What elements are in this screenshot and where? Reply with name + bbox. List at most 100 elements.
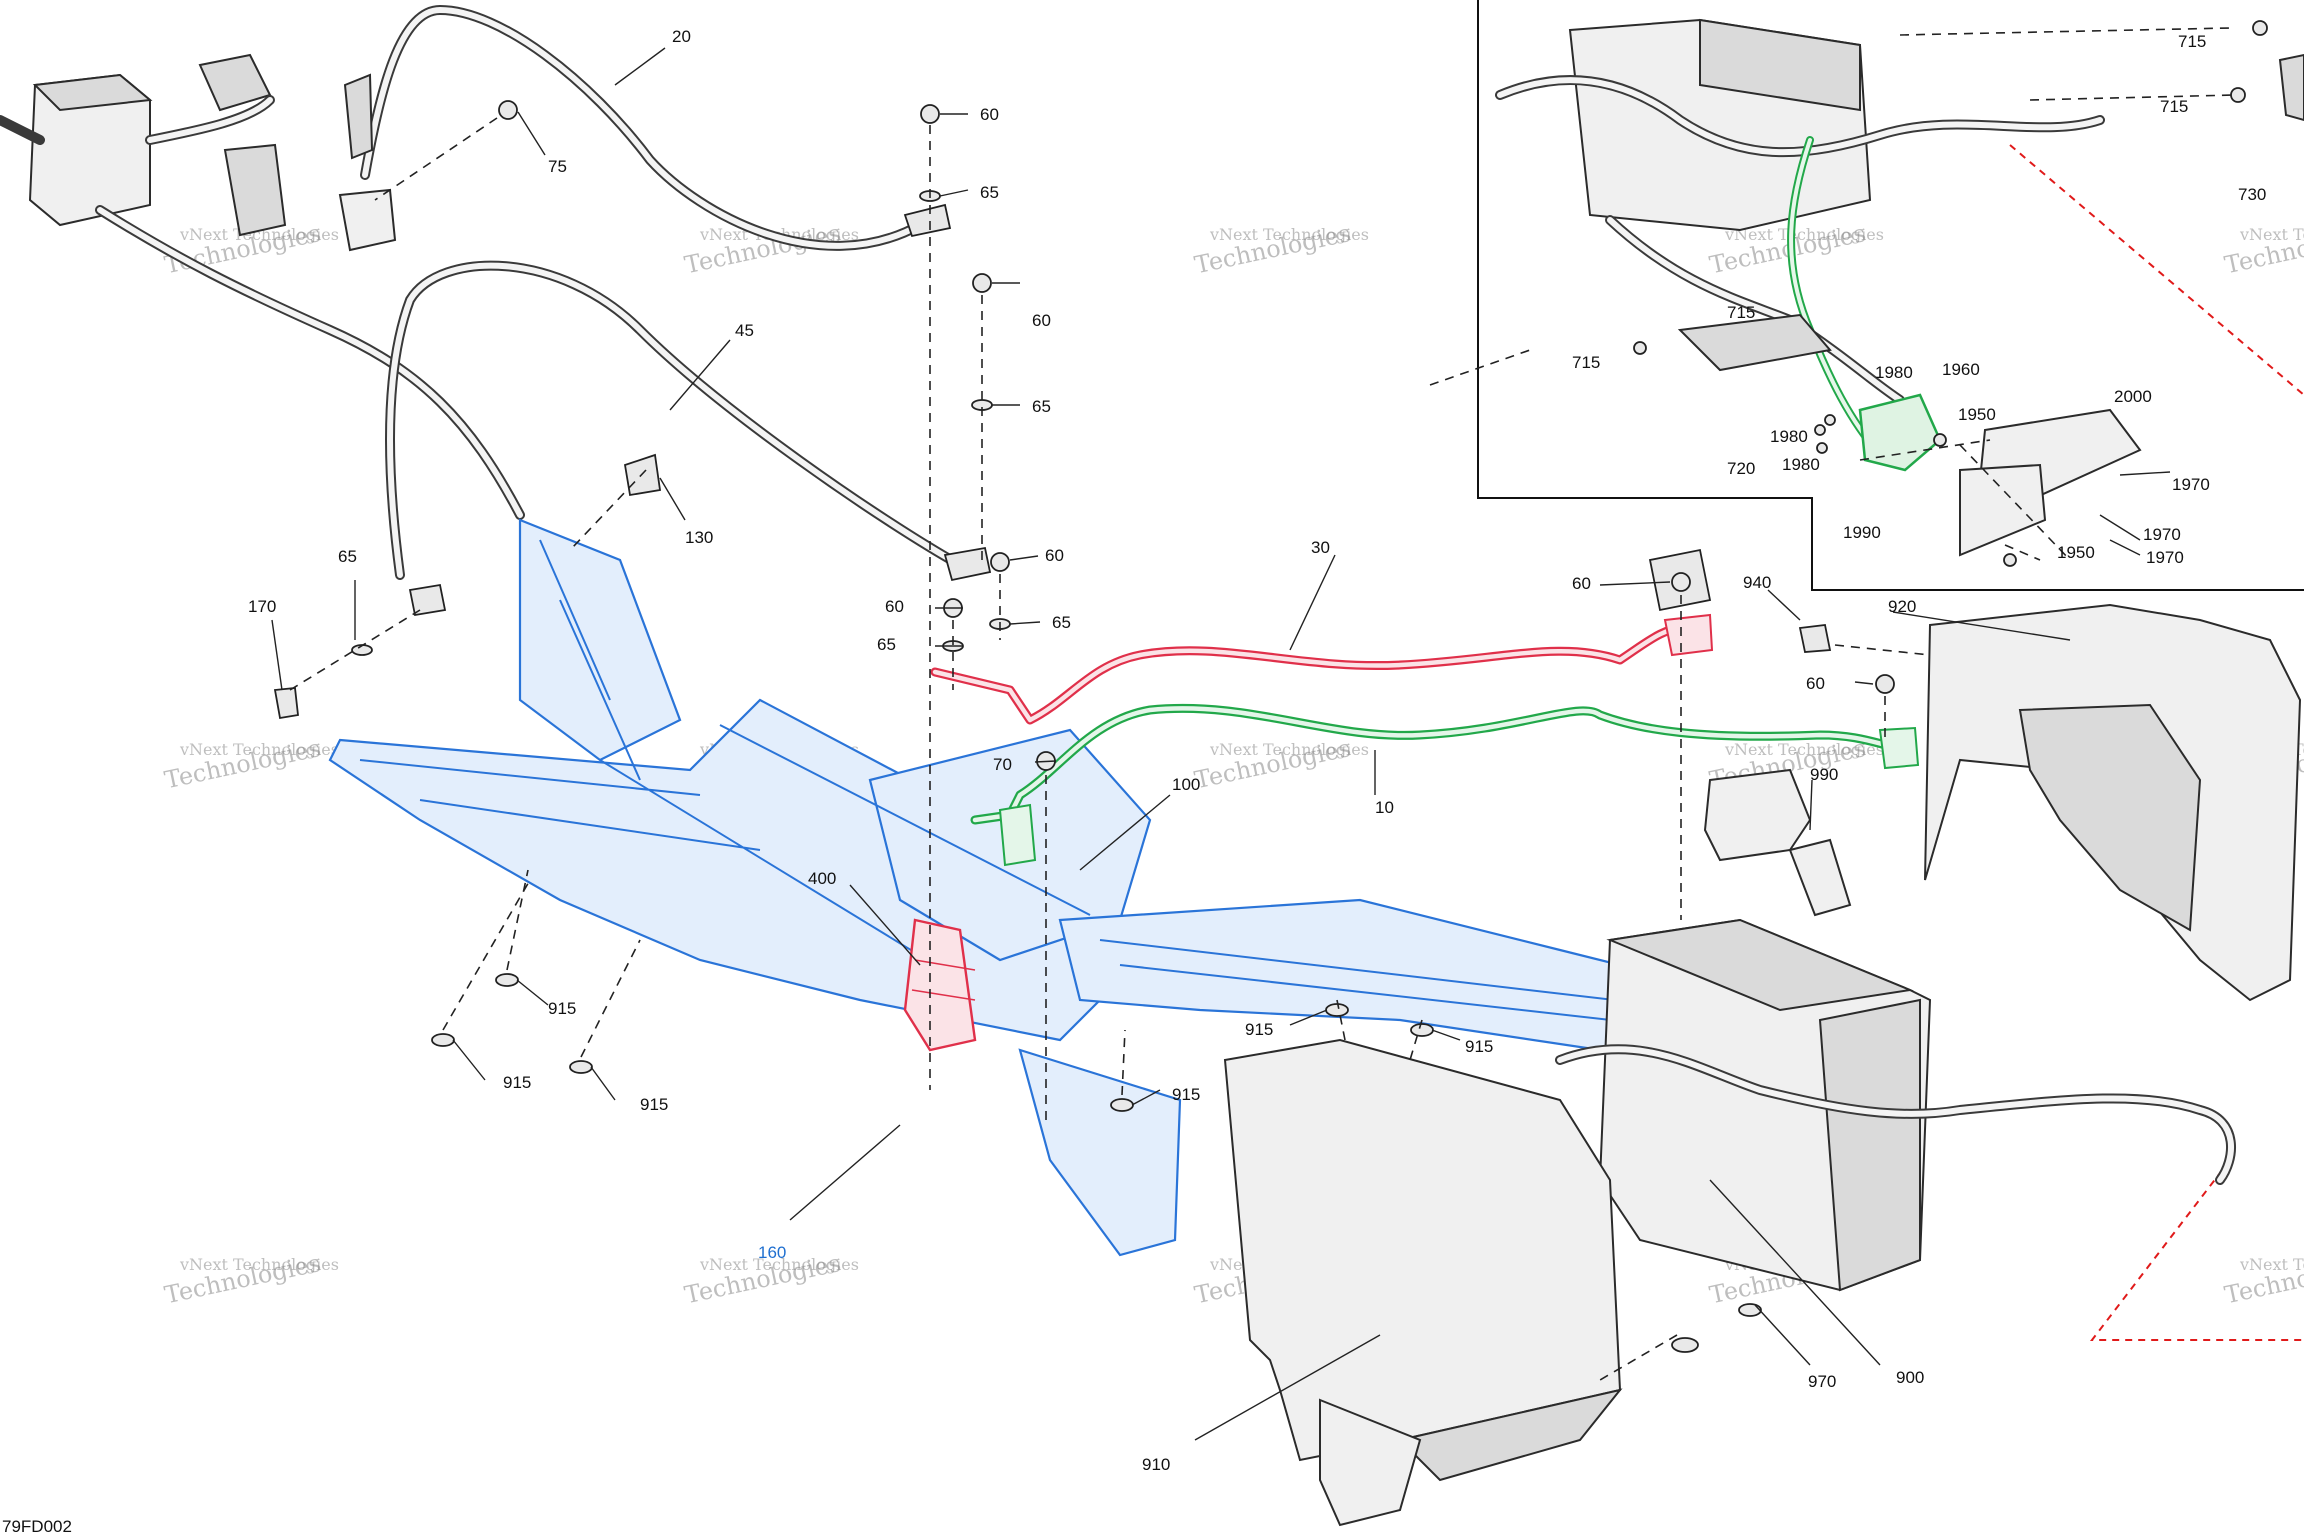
callout-60: 60 xyxy=(1572,574,1591,593)
callout-60: 60 xyxy=(980,105,999,124)
callout-715: 715 xyxy=(2160,97,2188,116)
inset-fastener xyxy=(2252,20,2268,36)
callout-1990: 1990 xyxy=(1843,523,1881,542)
callout-60: 60 xyxy=(1032,311,1051,330)
callout-65: 65 xyxy=(1032,397,1051,416)
callout-1980: 1980 xyxy=(1875,363,1913,382)
screw-915 xyxy=(1410,1023,1434,1037)
inset-fastener xyxy=(1633,341,1647,355)
strap-990 xyxy=(1703,768,1812,862)
inset-fastener xyxy=(1816,442,1828,454)
positive-cable-30 xyxy=(903,613,1714,1052)
ground-lug xyxy=(338,188,397,252)
battery-top xyxy=(1606,918,1914,1012)
callout-915: 915 xyxy=(1245,1020,1273,1039)
callout-65: 65 xyxy=(1052,613,1071,632)
callout-60: 60 xyxy=(1806,674,1825,693)
callout-65: 65 xyxy=(338,547,357,566)
callout-1970: 1970 xyxy=(2143,525,2181,544)
callout-970: 970 xyxy=(1808,1372,1836,1391)
callout-715: 715 xyxy=(1572,353,1600,372)
assembly-lines xyxy=(289,27,2236,1381)
callout-130: 130 xyxy=(685,528,713,547)
callout-915: 915 xyxy=(1172,1085,1200,1104)
bolt-970 xyxy=(1671,1337,1699,1353)
callout-labels: 20 75 60 65 60 65 45 130 65 170 60 65 60… xyxy=(2,27,2266,1536)
callout-915: 915 xyxy=(640,1095,668,1114)
callout-100: 100 xyxy=(1172,775,1200,794)
nut-60 xyxy=(990,552,1010,572)
cable-eyelet xyxy=(943,546,992,582)
inset-fastener xyxy=(1824,414,1836,426)
inset-fuse-box-lid xyxy=(1699,18,1861,112)
fuse-box-lid xyxy=(32,73,153,112)
callout-20: 20 xyxy=(672,27,691,46)
callout-720: 720 xyxy=(1727,459,1755,478)
connector xyxy=(198,53,272,112)
cable-eyelet xyxy=(408,583,447,617)
ground-cable-10 xyxy=(970,703,1920,867)
callout-2000: 2000 xyxy=(2114,387,2152,406)
callout-60: 60 xyxy=(885,597,904,616)
callout-1950: 1950 xyxy=(1958,405,1996,424)
callout-915: 915 xyxy=(503,1073,531,1092)
callout-160: 160 xyxy=(758,1243,786,1262)
callout-60: 60 xyxy=(1045,546,1064,565)
callout-70: 70 xyxy=(993,755,1012,774)
callout-900: 900 xyxy=(1896,1368,1924,1387)
inset-reference-line xyxy=(2089,1159,2304,1341)
push-rivet-940 xyxy=(1798,624,1832,653)
inset-frame xyxy=(1477,0,2304,591)
callout-1970: 1970 xyxy=(2172,475,2210,494)
screw-915 xyxy=(431,1033,455,1047)
tray-mount xyxy=(1319,1398,1422,1527)
screw-915 xyxy=(1325,1003,1349,1017)
callout-30: 30 xyxy=(1311,538,1330,557)
clip-130 xyxy=(623,453,662,497)
callout-715: 715 xyxy=(1727,303,1755,322)
callout-65: 65 xyxy=(980,183,999,202)
battery-side xyxy=(1818,998,1921,1292)
callout-920: 920 xyxy=(1888,597,1916,616)
nut-60 xyxy=(1875,674,1895,694)
battery-tray-910 xyxy=(1223,1038,1622,1462)
terminal-boot xyxy=(343,73,374,160)
watermark-text: vNext Technologies xyxy=(179,225,339,244)
inset-mount-1990 xyxy=(1959,463,2047,557)
inset-fastener xyxy=(2003,553,2017,567)
callout-1960: 1960 xyxy=(1942,360,1980,379)
inset-fastener xyxy=(1814,424,1826,436)
callout-1950: 1950 xyxy=(2057,543,2095,562)
solenoid-400 xyxy=(903,918,977,1052)
nut-75 xyxy=(498,100,518,120)
inset-connector-1960 xyxy=(1858,393,1942,472)
watermark-text: vNext Technologies xyxy=(2239,1255,2304,1274)
nut-60 xyxy=(972,273,992,293)
callout-1980: 1980 xyxy=(1782,455,1820,474)
callout-910: 910 xyxy=(1142,1455,1170,1474)
callout-400: 400 xyxy=(808,869,836,888)
inset-part-730 xyxy=(2278,53,2304,122)
watermark-text: vNext Technologies xyxy=(1724,740,1884,759)
watermark-text: vNext Technologies xyxy=(2239,225,2304,244)
inset-fastener xyxy=(2230,87,2246,103)
callout-915: 915 xyxy=(548,999,576,1018)
main-wiring-harness xyxy=(0,5,992,617)
callout-715: 715 xyxy=(2178,32,2206,51)
watermark-text: vNext Technologies xyxy=(1209,225,1369,244)
callout-730: 730 xyxy=(2238,185,2266,204)
nut-60 xyxy=(920,104,940,124)
nut-60 xyxy=(1671,572,1691,592)
screw-915 xyxy=(1110,1098,1134,1112)
bolt-970 xyxy=(1738,1303,1762,1317)
screw-915 xyxy=(569,1060,593,1074)
bolt-170 xyxy=(273,687,299,720)
callout-1980: 1980 xyxy=(1770,427,1808,446)
connector xyxy=(223,143,287,237)
drawing-code: 79FD002 xyxy=(2,1517,72,1536)
watermark-text: vNext Technologies xyxy=(1724,225,1884,244)
callout-10: 10 xyxy=(1375,798,1394,817)
leader-lines xyxy=(271,47,2071,1441)
callout-915: 915 xyxy=(1465,1037,1493,1056)
